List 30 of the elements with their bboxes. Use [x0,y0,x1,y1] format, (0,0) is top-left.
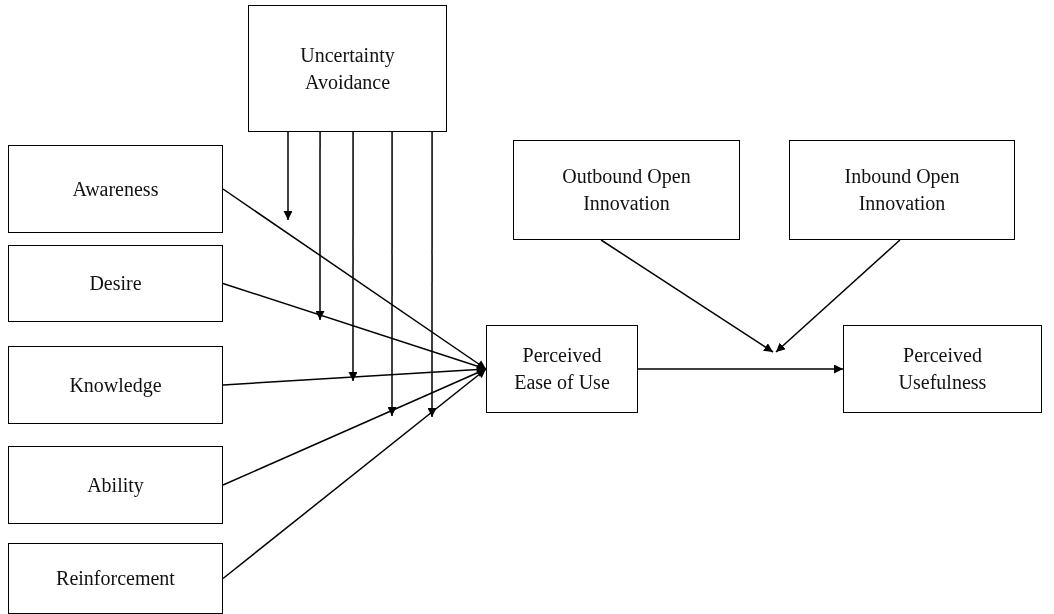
construct-label: Awareness [72,176,159,202]
arrow [283,131,293,221]
construct-label: Perceived Usefulness [897,343,988,395]
construct-box [8,446,223,524]
construct-box [8,543,223,614]
construct-box [843,325,1042,413]
construct-box [789,140,1015,240]
arrow [315,131,325,321]
construct-box [8,346,223,424]
construct-label: Inbound Open Innovation [843,164,961,216]
construct-box [248,5,447,132]
arrow [637,364,844,374]
construct-label: Ability [87,472,144,499]
construct-label: Knowledge [69,372,162,399]
construct-box [8,145,223,233]
construct-label: Desire [89,271,142,296]
construct-box [8,245,223,322]
construct-box [513,140,740,240]
arrow [387,131,397,417]
arrow [600,239,774,353]
construct-label: Perceived Ease of Use [513,343,611,395]
construct-label: Reinforcement [56,566,175,591]
arrow [348,131,358,382]
arrow [222,368,487,580]
construct-box [486,325,638,413]
construct-label: Outbound Open Innovation [561,164,692,216]
arrow [222,188,487,370]
arrow [427,131,437,418]
arrow [775,239,901,353]
construct-label: Uncertainty Avoidance [299,42,396,95]
